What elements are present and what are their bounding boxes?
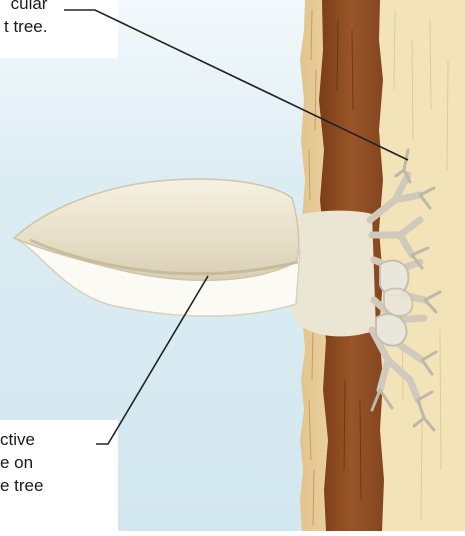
label-top: cular t tree. [4, 0, 47, 38]
label-top-line-1: cular [4, 0, 47, 15]
label-top-line-2: t tree. [4, 15, 47, 38]
label-bottom-line-3: e tree [0, 474, 43, 497]
fungus-stem [288, 211, 376, 337]
label-bottom-line-1: ctive [0, 428, 43, 451]
label-bottom: ctive e on e tree [0, 428, 43, 497]
label-bottom-line-2: e on [0, 451, 43, 474]
